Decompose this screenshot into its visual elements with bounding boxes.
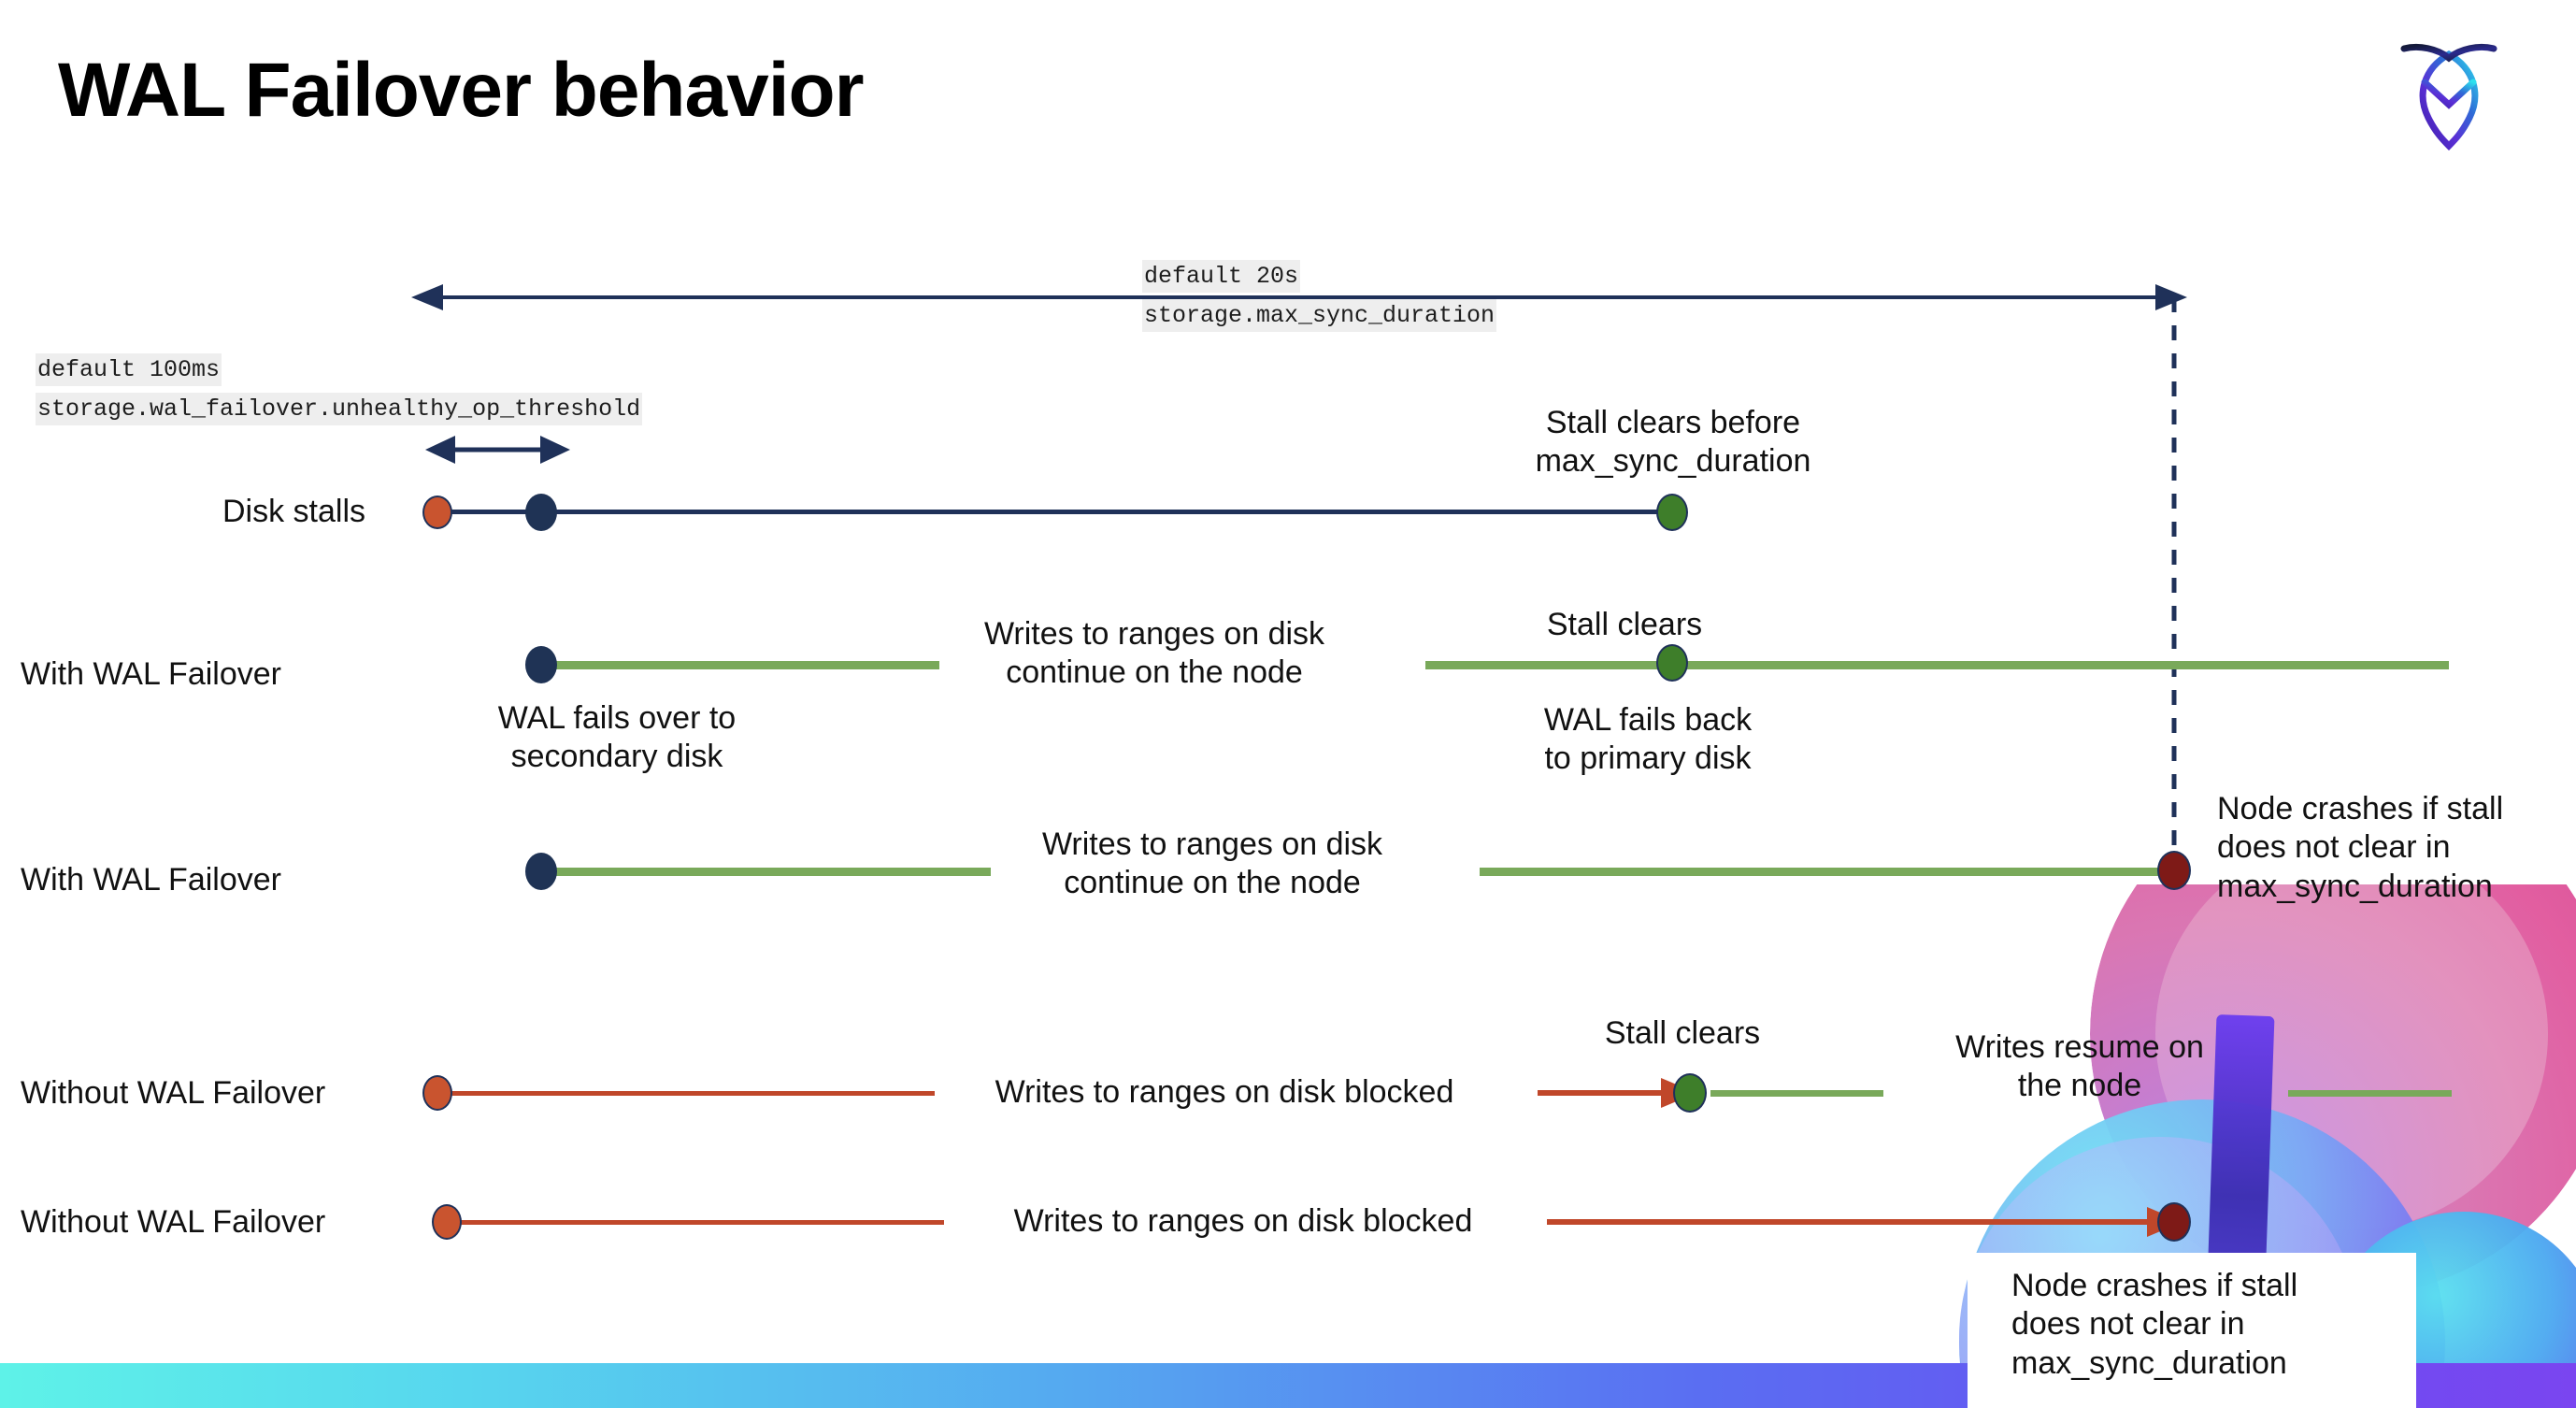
unhealthy-threshold-span-arrow — [425, 436, 570, 464]
note-stall-clears-before-max: Stall clears before max_sync_duration — [1535, 405, 1811, 480]
max-sync-duration-dashed-line — [2171, 297, 2177, 884]
without-wal-failover-1-clear-dot — [1673, 1073, 1707, 1113]
cockroachdb-logo-icon — [2393, 28, 2505, 159]
unhealthy-threshold-setting-label: storage.wal_failover.unhealthy_op_thresh… — [36, 393, 643, 425]
with-wal-failover-1-segment-a — [547, 661, 939, 669]
unhealthy-threshold-default-label: default 100ms — [36, 353, 222, 386]
note-writes-blocked-2: Writes to ranges on disk blocked — [1013, 1203, 1473, 1239]
note-wal-fails-over: WAL fails over to secondary disk — [497, 700, 737, 775]
without-wal-failover-1-resume-line — [1710, 1090, 1883, 1097]
note-writes-continue-1: Writes to ranges on disk continue on the… — [983, 616, 1325, 691]
without-wal-failover-1-resume-line-far — [2288, 1090, 2452, 1097]
with-wal-failover-2-segment-a — [547, 868, 991, 876]
note-node-crashes-2: Node crashes if stall does not clear in … — [2011, 1268, 2298, 1381]
row-label-without-wal-failover-1: Without WAL Failover — [21, 1075, 326, 1111]
max-sync-setting-label: storage.max_sync_duration — [1142, 299, 1497, 332]
without-wal-failover-2-blocked-line — [458, 1220, 944, 1225]
row-label-disk-stalls: Disk stalls — [222, 494, 366, 529]
note-writes-blocked-1: Writes to ranges on disk blocked — [995, 1074, 1454, 1110]
disk-stall-start-dot — [422, 496, 452, 529]
note-wal-fails-back: WAL fails back to primary disk — [1543, 702, 1753, 777]
disk-stall-clear-dot — [1656, 494, 1688, 531]
note-node-crashes-1: Node crashes if stall does not clear in … — [2217, 791, 2504, 904]
disk-stalls-timeline — [437, 510, 1671, 514]
without-wal-failover-2-start-dot — [432, 1204, 462, 1240]
note-writes-continue-2: Writes to ranges on disk continue on the… — [1041, 826, 1383, 901]
node-crashes-callout-panel — [1968, 1253, 2416, 1408]
with-wal-failover-1-start-dot — [525, 646, 557, 683]
note-writes-resume: Writes resume on the node — [1955, 1029, 2204, 1104]
wal-failover-trigger-dot — [525, 494, 557, 531]
with-wal-failover-1-segment-b — [1425, 661, 2449, 669]
page-title: WAL Failover behavior — [58, 48, 865, 133]
max-sync-duration-span-arrow — [411, 284, 2187, 310]
note-stall-clears-a: Stall clears — [1546, 607, 1703, 642]
row-label-with-wal-failover-2: With WAL Failover — [21, 862, 281, 898]
max-sync-default-label: default 20s — [1142, 260, 1301, 293]
with-wal-failover-1-clear-dot — [1656, 644, 1688, 682]
without-wal-failover-1-blocked-line — [449, 1091, 935, 1096]
without-wal-failover-1-start-dot — [422, 1075, 452, 1111]
note-stall-clears-b: Stall clears — [1604, 1015, 1761, 1051]
with-wal-failover-2-crash-dot — [2157, 851, 2191, 890]
row-label-without-wal-failover-2: Without WAL Failover — [21, 1204, 326, 1240]
with-wal-failover-2-start-dot — [525, 853, 557, 890]
with-wal-failover-2-segment-b — [1480, 868, 2176, 876]
without-wal-failover-2-arrow — [1547, 1207, 2182, 1237]
row-label-with-wal-failover-1: With WAL Failover — [21, 656, 281, 692]
without-wal-failover-2-crash-dot — [2157, 1202, 2191, 1242]
